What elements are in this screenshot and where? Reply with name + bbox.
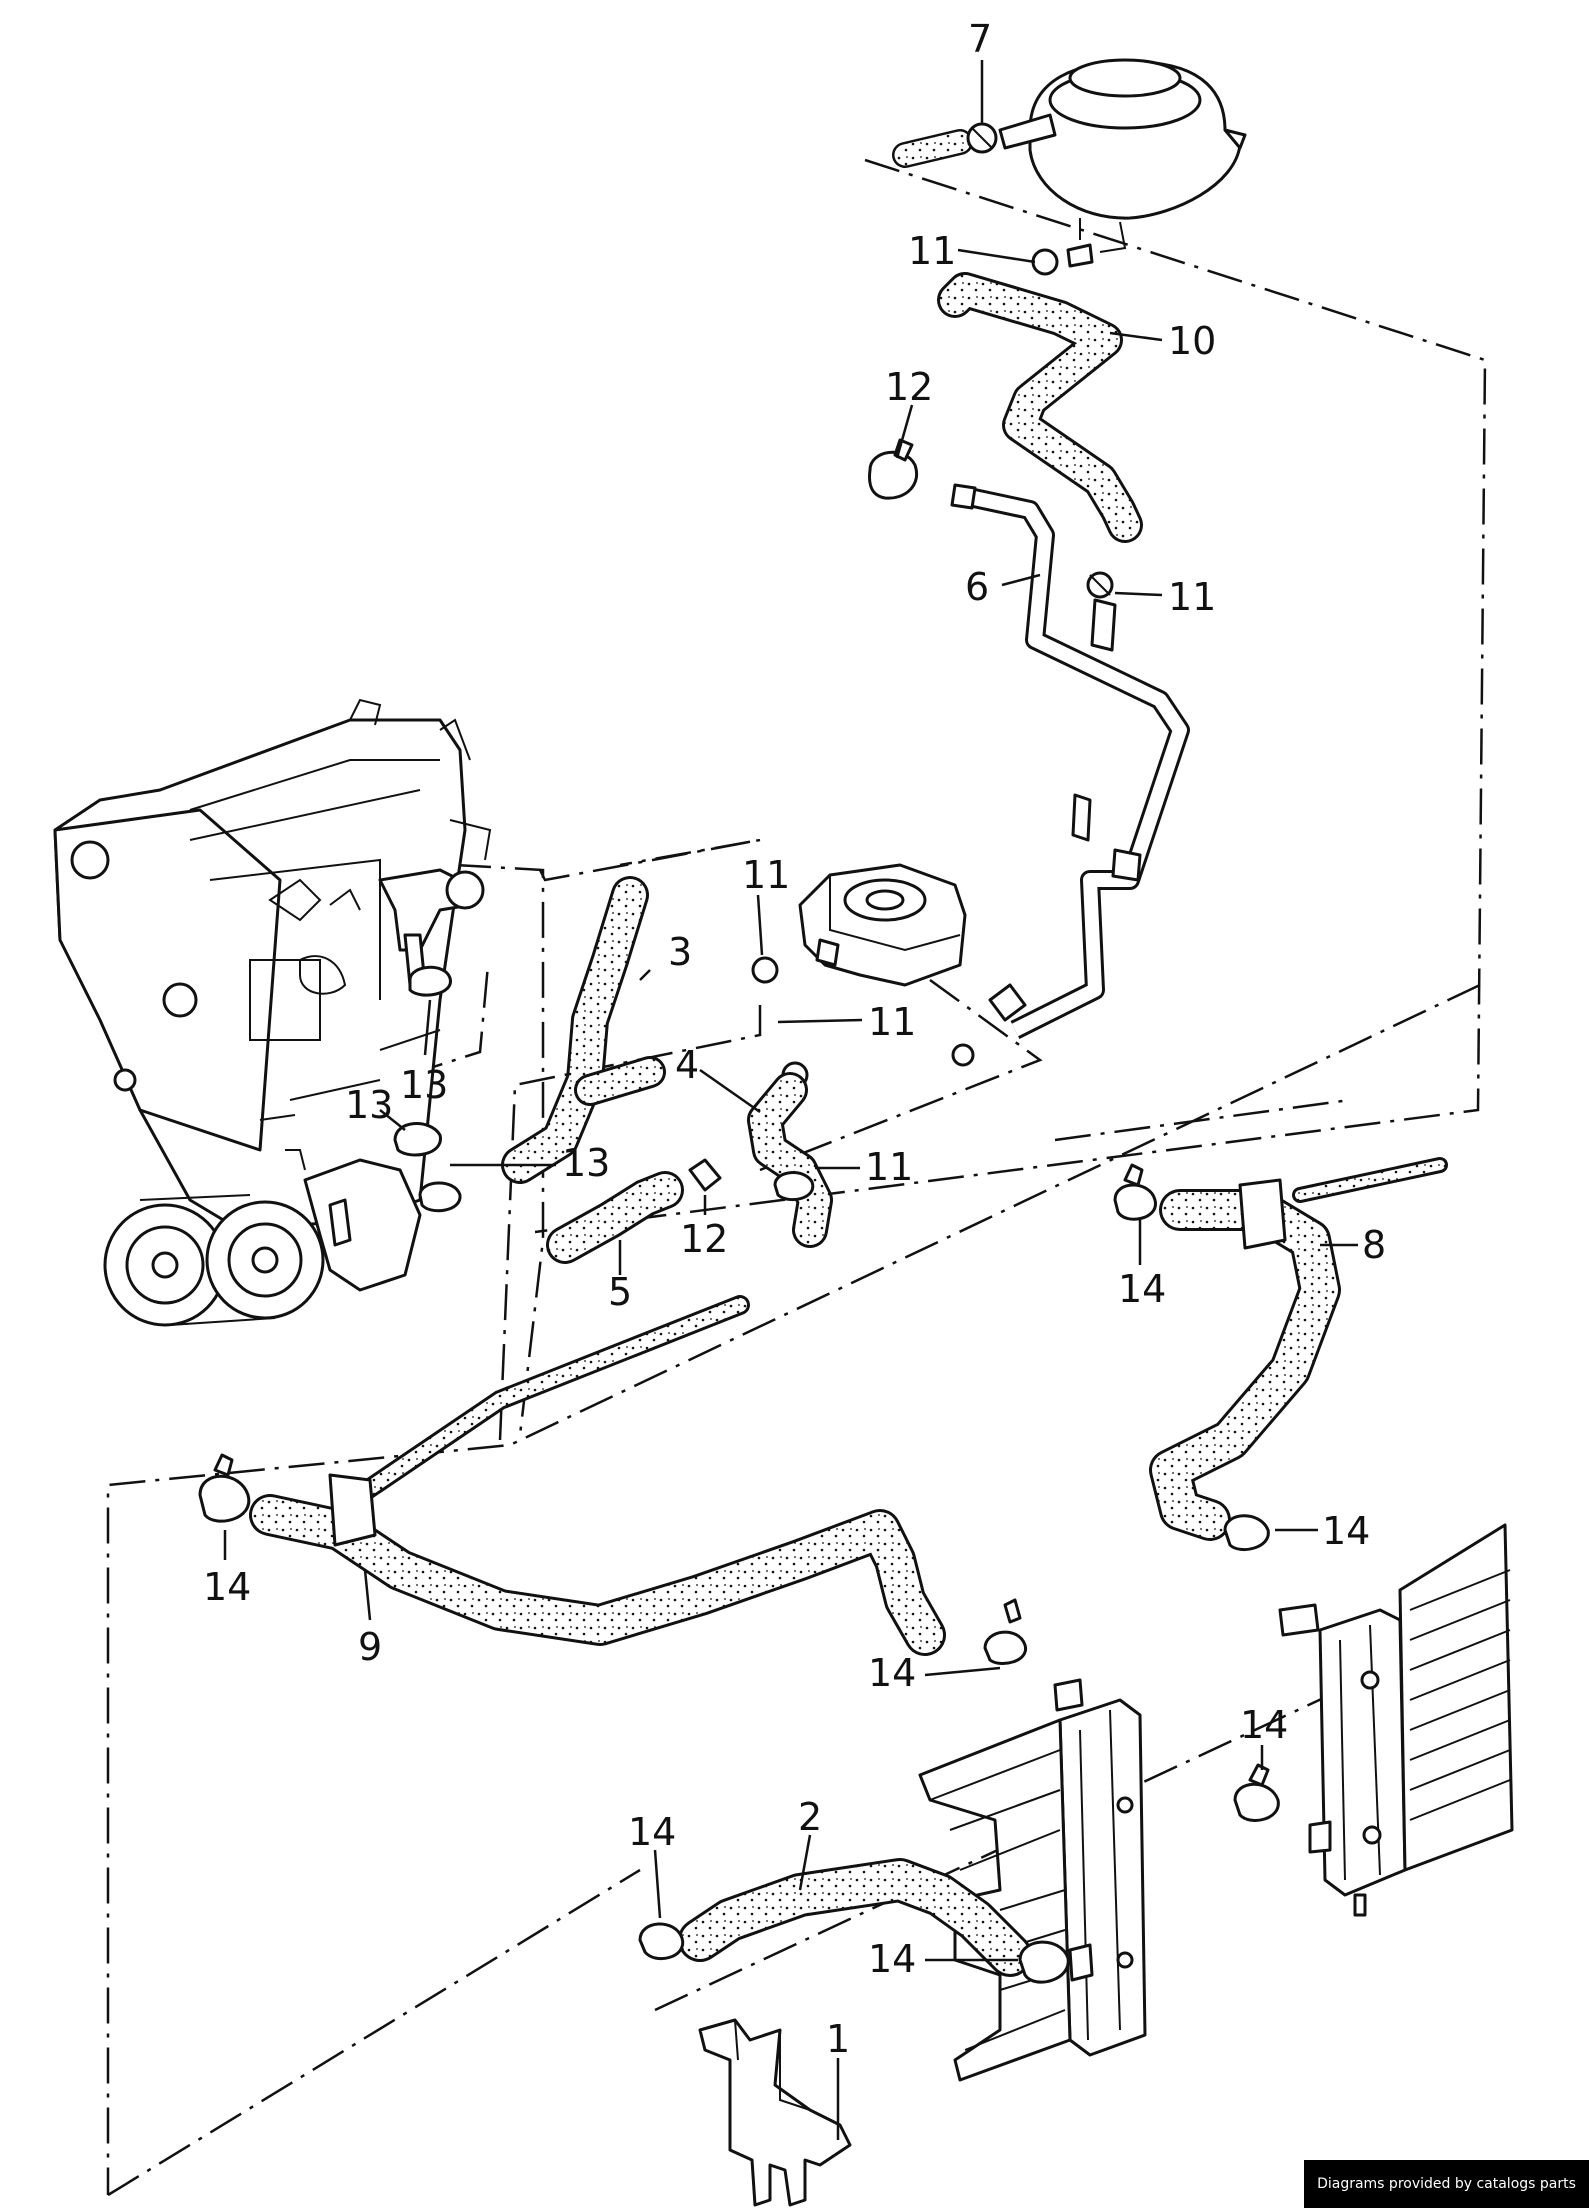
bracket-1 (698, 2018, 852, 2207)
callout-7: 7 (968, 17, 992, 61)
clamp-14-hose-2-left (638, 1922, 685, 1961)
hose-2 (678, 1858, 1032, 1977)
clamp-14-left (198, 1453, 251, 1523)
callout-11: 11 (1168, 575, 1216, 619)
clamp-14-hose-2-right (1018, 1940, 1070, 1984)
callout-14: 14 (868, 1937, 916, 1981)
clamp-14-radiator-right (1233, 1763, 1280, 1822)
vent-hose-top (892, 113, 1057, 168)
callout-2: 2 (798, 1795, 822, 1839)
hose-5 (546, 1171, 684, 1264)
callout-13: 13 (400, 1063, 448, 1107)
clamp-11-top (1031, 243, 1094, 276)
clamp-14-mid (983, 1598, 1027, 1665)
callout-14: 14 (203, 1565, 251, 1609)
hose-4 (747, 1072, 833, 1248)
hose-3 (501, 876, 666, 1184)
hose-9 (249, 1295, 946, 1656)
callout-14: 14 (1118, 1267, 1166, 1311)
clamp-13-lower (418, 1181, 462, 1213)
phantom-lines (106, 158, 1487, 2197)
callout-3: 3 (668, 930, 692, 974)
hose-10 (937, 272, 1143, 543)
callout-1: 1 (826, 2017, 850, 2061)
hose-8 (1149, 1157, 1448, 1541)
clamp-11-mid (1086, 571, 1114, 599)
clamp-11-lower (773, 1171, 815, 1201)
callout-8: 8 (1362, 1223, 1386, 1267)
callout-14: 14 (868, 1651, 916, 1695)
engine-block (53, 698, 492, 1327)
callout-14: 14 (628, 1810, 676, 1854)
radiator-right (1278, 1523, 1514, 1917)
callout-11: 11 (908, 229, 956, 273)
clamp-12-upper (868, 438, 977, 510)
clamp-14-upper-right (1113, 1163, 1157, 1221)
callout-labels: 7 11 10 12 6 11 11 3 11 13 4 13 13 11 12… (203, 17, 1386, 2061)
callout-14: 14 (1240, 1703, 1288, 1747)
clamp-12-lower (688, 1158, 722, 1192)
clamp-13-mid (393, 1122, 442, 1157)
radiator-lower (918, 1678, 1147, 2082)
expansion-tank (1028, 58, 1247, 253)
callout-10: 10 (1168, 319, 1216, 363)
callout-11: 11 (868, 1000, 916, 1044)
leader-lines (223, 60, 1358, 2140)
clamp-14-right (1223, 1514, 1270, 1552)
callout-11: 11 (742, 853, 790, 897)
callout-5: 5 (608, 1270, 632, 1314)
callout-14: 14 (1322, 1509, 1370, 1553)
reservoir-middle (798, 863, 967, 987)
callout-6: 6 (965, 565, 989, 609)
callout-12: 12 (885, 365, 933, 409)
credit-banner: Diagrams provided by catalogs parts (1304, 2160, 1589, 2208)
pipe-6 (957, 485, 1190, 1039)
callout-13: 13 (345, 1083, 393, 1127)
callout-9: 9 (358, 1625, 382, 1669)
callout-12: 12 (680, 1217, 728, 1261)
pipe-connector (951, 983, 1027, 1067)
clamp-13-upper (408, 965, 452, 997)
callout-13: 13 (562, 1141, 610, 1185)
clamp-7 (966, 122, 998, 154)
callout-11: 11 (865, 1145, 913, 1189)
callout-4: 4 (675, 1043, 699, 1087)
